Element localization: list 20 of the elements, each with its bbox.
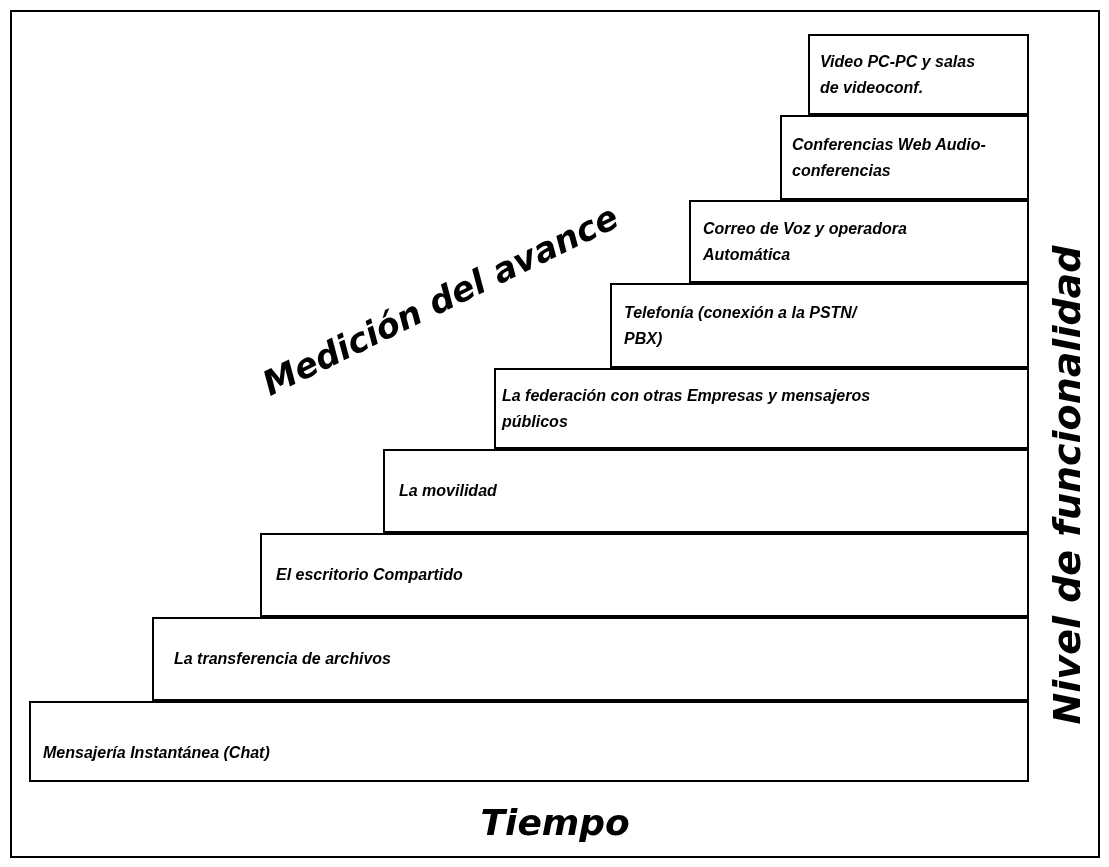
step-box [29,701,1029,782]
step-label: La movilidad [399,481,497,501]
step-box [780,115,1029,200]
step-label: Mensajería Instantánea (Chat) [43,743,270,763]
step-box [383,449,1029,533]
step-label: Video PC-PC y salas de videoconf. [820,51,977,98]
step-box [689,200,1029,283]
step-label: Correo de Voz y operadora Automática [703,218,908,265]
step-box [494,368,1029,449]
step-box [152,617,1029,701]
step-box [260,533,1029,617]
step-label: El escritorio Compartido [276,565,463,585]
step-label: La federación con otras Empresas y mensajeros públicos [502,385,872,432]
axis-title: Tiempo [480,801,630,843]
step-box [610,283,1029,368]
step-label: Telefonía (conexión a la PSTN/ PBX) [624,302,859,349]
axis-title: Nivel de funcionalidad [1044,245,1089,725]
step-label: La transferencia de archivos [174,649,391,669]
step-label: Conferencias Web Audio-conferencias [792,134,987,181]
step-box [808,34,1029,115]
